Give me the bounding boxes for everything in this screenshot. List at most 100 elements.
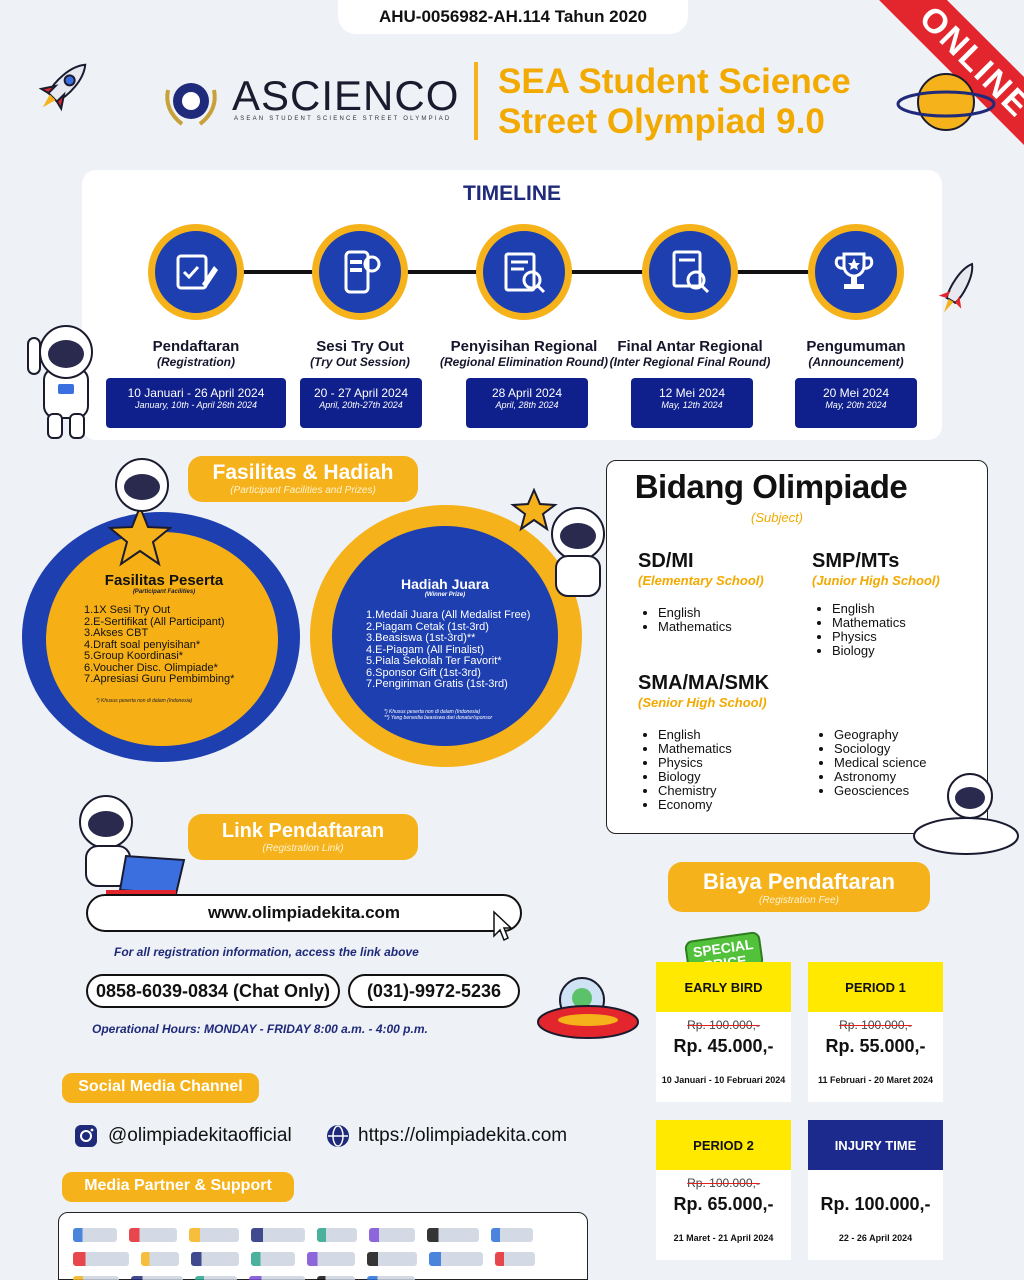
partner-logo bbox=[429, 1252, 483, 1266]
partner-logo bbox=[367, 1276, 415, 1280]
list-item: 3.Beasiswa (1st-3rd)** bbox=[366, 632, 476, 644]
fee-card: INJURY TIME Rp. 100.000,- 22 - 26 April … bbox=[808, 1120, 943, 1260]
partner-logo bbox=[317, 1228, 357, 1242]
timeline-icon-circle bbox=[148, 224, 244, 320]
list-item: 1.Medali Juara (All Medalist Free) bbox=[366, 609, 531, 621]
winner-circle-inner: Hadiah Juara (Winner Prize) 1.Medali Jua… bbox=[332, 526, 558, 746]
partner-logo bbox=[249, 1276, 305, 1280]
timeline-step-subtitle: (Registration) bbox=[157, 355, 235, 369]
smp-title: SMP/MTs bbox=[812, 550, 900, 572]
timeline-date: 12 Mei 2024 bbox=[658, 386, 726, 400]
timeline-step-label: Pendaftaran (Registration) bbox=[111, 338, 281, 369]
fee-card: EARLY BIRD Rp. 100.000,- Rp. 45.000,- 10… bbox=[656, 962, 791, 1102]
timeline-date: 20 Mei 2024 bbox=[822, 386, 890, 400]
registration-url[interactable]: www.olimpiadekita.com bbox=[207, 903, 401, 922]
laurel-emblem-icon bbox=[165, 83, 217, 126]
timeline-step-subtitle: (Inter Regional Final Round) bbox=[609, 355, 771, 369]
sma-list-right: GeographySociologyMedical scienceAstrono… bbox=[814, 728, 927, 798]
fee-old-price: Rp. 100.000,- bbox=[839, 1018, 912, 1032]
fee-old-price: Rp. 100.000,- bbox=[687, 1018, 760, 1032]
cursor-icon bbox=[493, 910, 512, 942]
registration-link-box[interactable]: www.olimpiadekita.com bbox=[86, 894, 522, 932]
list-item: 7.Pengiriman Gratis (1st-3rd) bbox=[366, 678, 508, 690]
participant-subtitle: (Participant Facilities) bbox=[132, 589, 196, 595]
list-item: Geography bbox=[834, 728, 927, 742]
list-item: Sociology bbox=[834, 742, 927, 756]
sma-subtitle: (Senior High School) bbox=[638, 695, 767, 710]
astronaut-cloud-icon bbox=[913, 773, 1019, 855]
partner-logo bbox=[129, 1228, 177, 1242]
list-item: 2.E-Sertifikat (All Participant) bbox=[84, 615, 225, 628]
timeline-icon-circle bbox=[642, 224, 738, 320]
list-item: Biology bbox=[658, 770, 732, 784]
list-item: Biology bbox=[832, 644, 982, 658]
list-item: 6.Sponsor Gift (1st-3rd) bbox=[366, 666, 481, 679]
participant-title: Fasilitas Peserta bbox=[104, 572, 224, 589]
phone-2: (031)-9972-5236 bbox=[366, 980, 502, 1001]
fee-dates: 10 Januari - 10 Februari 2024 bbox=[661, 1075, 786, 1085]
list-item: Physics bbox=[658, 756, 732, 770]
list-item: 4.E-Piagam (All Finalist) bbox=[366, 643, 484, 656]
list-item: Mathematics bbox=[658, 620, 808, 634]
instagram-icon bbox=[75, 1125, 97, 1147]
brand-name: ASCIENCO bbox=[232, 72, 460, 119]
sd-title: SD/MI bbox=[638, 550, 694, 572]
winner-note-2: **) Yang bersedia beasiswa dari donatur/… bbox=[384, 714, 493, 721]
registration-heading: Link Pendaftaran (Registration Link) bbox=[188, 814, 418, 860]
timeline-step-title: Sesi Try Out bbox=[316, 338, 404, 355]
event-title: SEA Student Science Street Olympiad 9.0 bbox=[498, 62, 851, 141]
ahu-tab: AHU-0056982-AH.114 Tahun 2020 bbox=[338, 0, 688, 34]
fee-period-name: EARLY BIRD bbox=[656, 962, 791, 1012]
astronaut-waving-icon bbox=[27, 325, 93, 439]
timeline-date-en: April, 28th 2024 bbox=[495, 400, 559, 410]
sd-list: EnglishMathematics bbox=[638, 606, 808, 634]
subject-sma: SMA/MA/SMK (Senior High School) EnglishM… bbox=[638, 672, 978, 812]
instagram-handle: @olimpiadekitaofficial bbox=[108, 1125, 292, 1146]
participant-circle-inner: Fasilitas Peserta (Participant Facilitie… bbox=[46, 532, 278, 746]
list-item: 7.Apresiasi Guru Pembimbing* bbox=[84, 673, 235, 685]
timeline-step-subtitle: (Announcement) bbox=[808, 355, 904, 369]
winner-note-1: *) Khusus peserta non di dalam (Indonesi… bbox=[384, 708, 481, 715]
ufo-icon bbox=[537, 977, 639, 1039]
subject-sd: SD/MI (Elementary School) EnglishMathema… bbox=[638, 550, 808, 634]
list-item: Physics bbox=[832, 630, 982, 644]
website-url: https://olimpiadekita.com bbox=[358, 1125, 568, 1146]
phone-chat-button[interactable]: 0858-6039-0834 (Chat Only) bbox=[86, 974, 340, 1008]
timeline-date-en: May, 20th 2024 bbox=[825, 400, 887, 410]
partner-logo bbox=[369, 1228, 415, 1242]
timeline-step-title: Final Antar Regional bbox=[617, 338, 763, 355]
phone-call-button[interactable]: (031)-9972-5236 bbox=[348, 974, 520, 1008]
fee-dates: 22 - 26 April 2024 bbox=[838, 1233, 913, 1243]
list-item: Astronomy bbox=[834, 770, 927, 784]
star-icon bbox=[108, 505, 172, 567]
partner-logo bbox=[131, 1276, 183, 1280]
timeline-step-subtitle: (Try Out Session) bbox=[310, 355, 410, 369]
website-link[interactable]: https://olimpiadekita.com bbox=[326, 1124, 567, 1148]
smp-list: EnglishMathematicsPhysicsBiology bbox=[812, 602, 982, 658]
facilities-heading: Fasilitas & Hadiah (Participant Faciliti… bbox=[188, 456, 418, 502]
instagram-link[interactable]: @olimpiadekitaofficial bbox=[74, 1124, 292, 1148]
partner-logos bbox=[67, 1223, 579, 1280]
partner-logo bbox=[141, 1252, 179, 1266]
partner-logo bbox=[73, 1228, 117, 1242]
timeline-icon-circle bbox=[312, 224, 408, 320]
partner-logo bbox=[317, 1276, 355, 1280]
winner-list: 1.Medali Juara (All Medalist Free)2.Piag… bbox=[366, 609, 540, 691]
phone-1: 0858-6039-0834 (Chat Only) bbox=[95, 980, 331, 1001]
timeline-date-en: January, 10th - April 26th 2024 bbox=[134, 400, 258, 410]
fee-dates: 11 Februari - 20 Maret 2024 bbox=[817, 1075, 934, 1085]
rocket-small-icon bbox=[938, 262, 974, 313]
document-search-icon bbox=[504, 252, 546, 294]
timeline-heading: TIMELINE bbox=[463, 182, 561, 205]
sma-title: SMA/MA/SMK bbox=[638, 672, 770, 694]
globe-icon bbox=[327, 1125, 349, 1147]
fee-old-price: Rp. 100.000,- bbox=[687, 1176, 760, 1190]
fee-dates: 21 Maret - 21 April 2024 bbox=[673, 1233, 774, 1243]
timeline-step-title: Pendaftaran bbox=[152, 338, 240, 355]
list-item: Mathematics bbox=[658, 742, 732, 756]
partner-logo bbox=[307, 1252, 355, 1266]
